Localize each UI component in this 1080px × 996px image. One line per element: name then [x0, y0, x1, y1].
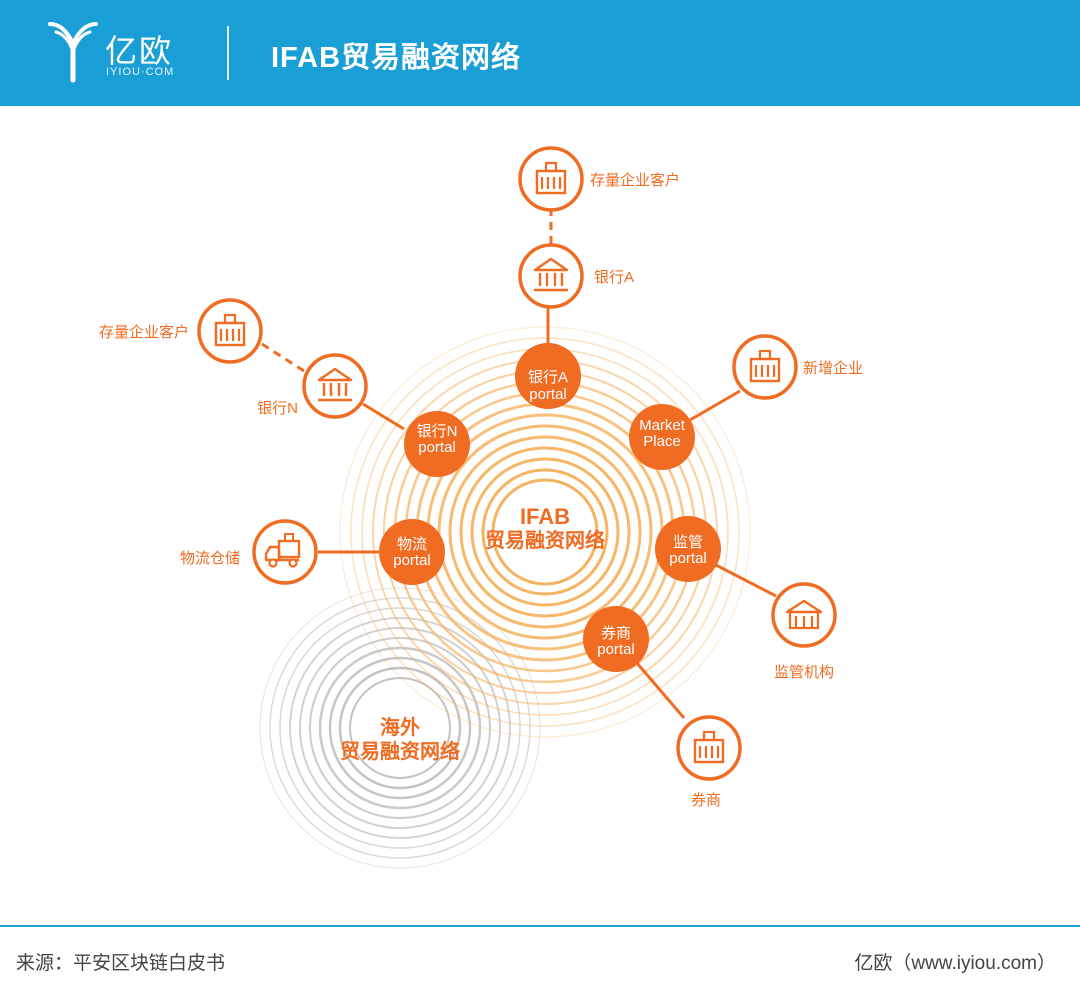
- svg-text:存量企业客户: 存量企业客户: [99, 323, 189, 341]
- svg-text:IFAB: IFAB: [520, 504, 570, 529]
- svg-text:Place: Place: [643, 433, 681, 450]
- svg-text:portal: portal: [669, 550, 707, 567]
- node-stock-client-top[interactable]: 存量企业客户: [518, 146, 680, 212]
- logo-name-cn: 亿欧: [105, 33, 174, 69]
- svg-text:物流仓储: 物流仓储: [180, 550, 240, 567]
- node-bank-a[interactable]: 银行A: [518, 243, 634, 309]
- node-broker[interactable]: 券商: [676, 715, 742, 809]
- svg-text:portal: portal: [393, 552, 431, 569]
- source-note: 来源：平安区块链白皮书: [16, 953, 226, 974]
- connector-regulator: [713, 562, 777, 598]
- overseas-label: 海外 贸易融资网络: [340, 715, 460, 763]
- footer-divider: [0, 925, 1080, 927]
- center-label: IFAB 贸易融资网络: [485, 504, 605, 552]
- svg-text:存量企业客户: 存量企业客户: [590, 171, 680, 189]
- header-bar: 亿欧 IYIOU·COM IFAB贸易融资网络: [0, 0, 1080, 106]
- svg-text:贸易融资网络: 贸易融资网络: [340, 739, 460, 763]
- logo-name-en: IYIOU·COM: [106, 66, 175, 78]
- portal-bank-n[interactable]: 银行N portal: [404, 411, 470, 477]
- svg-text:券商: 券商: [691, 792, 721, 809]
- node-logistics[interactable]: 物流仓储: [180, 519, 318, 585]
- connector-securities: [634, 661, 686, 719]
- svg-text:监管机构: 监管机构: [774, 664, 834, 681]
- portal-bank-a[interactable]: 银行A portal: [515, 343, 581, 409]
- portal-logistics[interactable]: 物流 portal: [379, 519, 445, 585]
- connector-market: [689, 389, 741, 422]
- connector-bank-n: [362, 402, 405, 431]
- credit-note: 亿欧（www.iyiou.com）: [854, 953, 1056, 974]
- ifab-network-diagram: IFAB 贸易融资网络 海外 贸易融资网络 银行A portal 银行N por…: [0, 106, 1080, 926]
- svg-text:监管: 监管: [673, 534, 703, 551]
- svg-text:portal: portal: [529, 386, 567, 403]
- svg-text:券商: 券商: [601, 625, 631, 642]
- overseas-network-rings: [259, 587, 541, 869]
- svg-text:物流: 物流: [397, 536, 427, 553]
- node-regulator[interactable]: 监管机构: [771, 582, 837, 681]
- svg-text:银行A: 银行A: [594, 269, 634, 286]
- svg-text:新增企业: 新增企业: [803, 359, 863, 377]
- svg-text:Market: Market: [639, 417, 686, 434]
- svg-text:portal: portal: [418, 439, 456, 456]
- connector-bank-n-client: [261, 342, 305, 373]
- svg-text:银行N: 银行N: [417, 423, 458, 440]
- header-divider: [227, 26, 229, 80]
- portal-regulator[interactable]: 监管 portal: [655, 516, 721, 582]
- node-stock-client-left[interactable]: 存量企业客户: [99, 298, 263, 364]
- svg-text:银行N: 银行N: [257, 400, 298, 417]
- iyiou-logo-icon: [48, 22, 98, 83]
- portal-marketplace[interactable]: Market Place: [629, 404, 695, 470]
- node-bank-n[interactable]: 银行N: [257, 353, 368, 419]
- page-title: IFAB贸易融资网络: [271, 42, 522, 74]
- svg-text:银行A: 银行A: [528, 369, 568, 386]
- svg-text:贸易融资网络: 贸易融资网络: [485, 528, 605, 552]
- node-new-enterprise[interactable]: 新增企业: [732, 334, 863, 400]
- svg-text:海外: 海外: [380, 715, 420, 739]
- portal-securities[interactable]: 券商 portal: [583, 606, 649, 672]
- svg-text:portal: portal: [597, 641, 635, 658]
